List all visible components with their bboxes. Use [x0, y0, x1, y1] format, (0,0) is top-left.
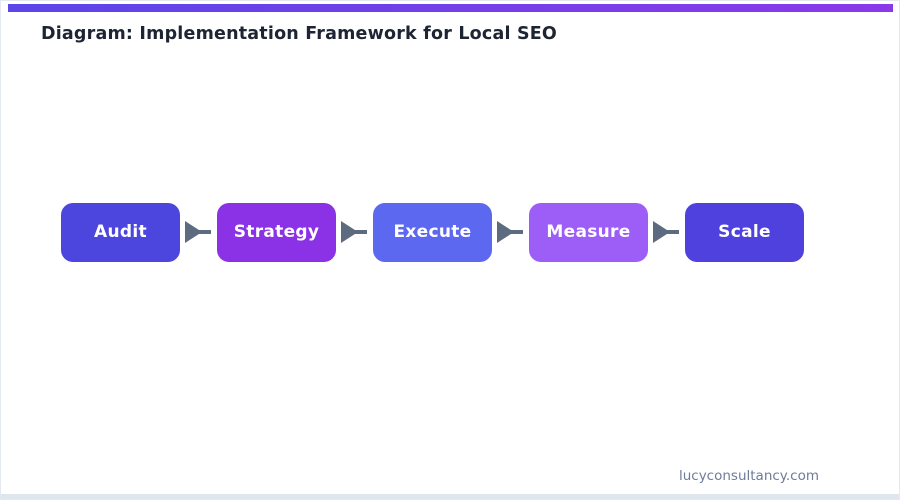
step-box-audit: Audit — [61, 202, 180, 262]
step-box-execute: Execute — [373, 202, 492, 262]
step-box-measure: Measure — [529, 202, 648, 262]
bottom-strip — [1, 494, 899, 499]
flow-arrow-icon — [648, 220, 685, 244]
flow-arrow-icon — [180, 220, 217, 244]
step-label: Execute — [393, 222, 472, 242]
page-title: Diagram: Implementation Framework for Lo… — [41, 24, 558, 44]
step-label: Measure — [546, 222, 631, 242]
step-label: Scale — [718, 222, 771, 242]
step-label: Audit — [94, 222, 147, 242]
step-box-scale: Scale — [685, 202, 804, 262]
flow-arrow-icon — [492, 220, 529, 244]
step-label: Strategy — [233, 222, 320, 242]
footer-watermark: lucyconsultancy.com — [678, 468, 819, 484]
step-box-strategy: Strategy — [217, 202, 336, 262]
top-accent-bar — [8, 4, 893, 12]
flow-diagram: Audit Strategy Execute — [61, 202, 804, 262]
flow-arrow-icon — [336, 220, 373, 244]
